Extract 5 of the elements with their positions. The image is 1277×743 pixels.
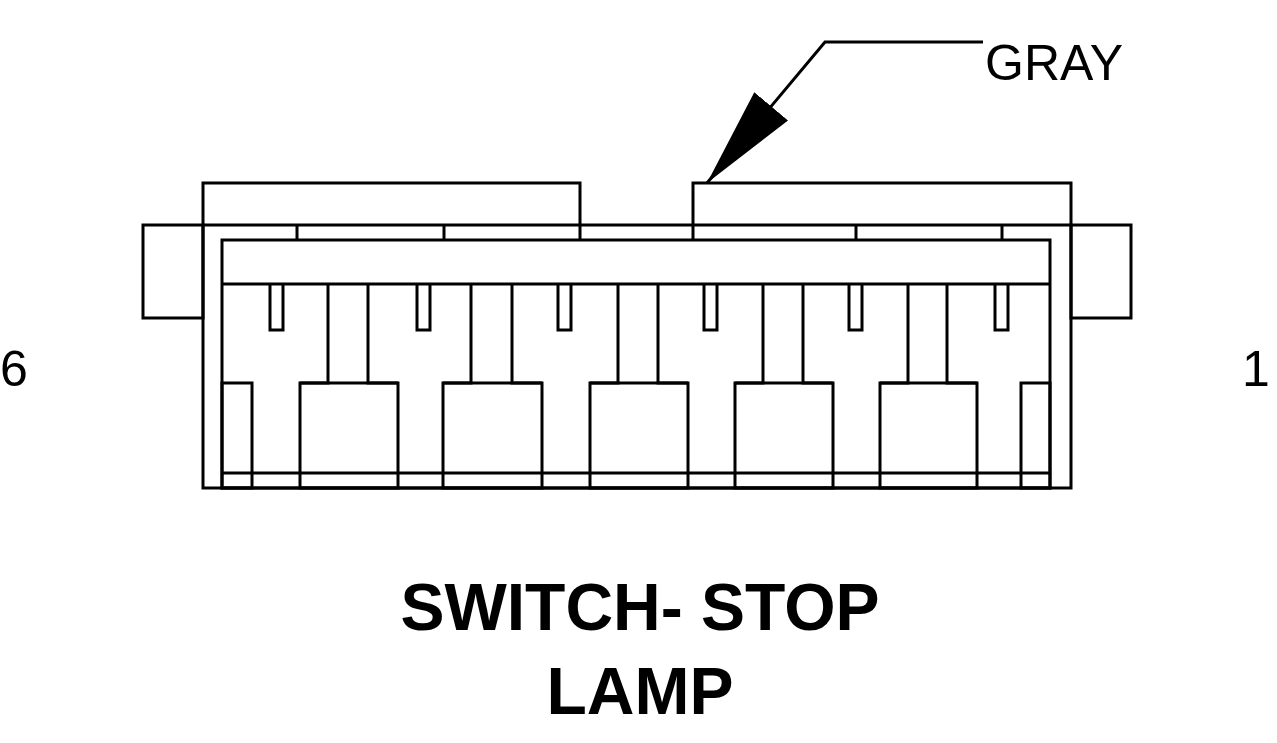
leader-line [705, 40, 983, 184]
caption: SWITCH- STOP LAMP [399, 569, 881, 730]
pin-number: 6 [0, 340, 28, 398]
pin-number: 1 [1242, 340, 1270, 398]
wire-color-label: GRAY [985, 34, 1123, 92]
